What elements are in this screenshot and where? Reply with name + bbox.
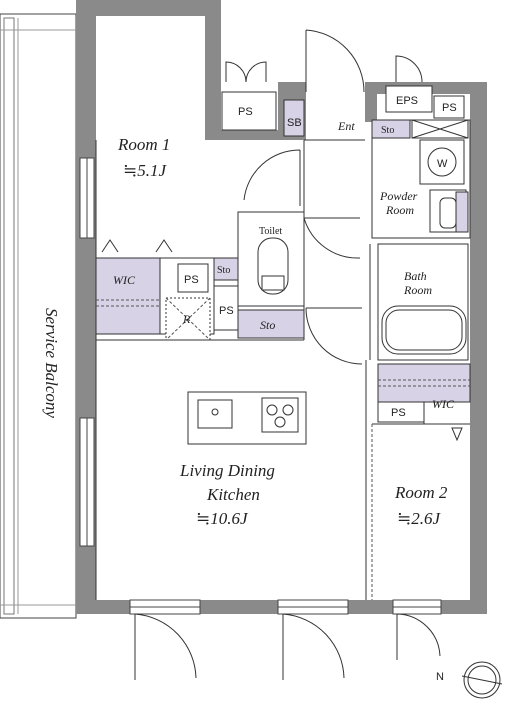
ps-wic1-label: PS <box>184 274 199 286</box>
sto2-label: Sto <box>260 318 275 332</box>
ps-eps-label: PS <box>442 102 457 114</box>
ldk-name-line2: Kitchen <box>206 485 260 504</box>
balcony-doors <box>134 55 441 680</box>
entrance-name: Ent <box>337 119 355 133</box>
powder-name-line2: Room <box>385 203 414 217</box>
bath-name-line1: Bath <box>404 269 427 283</box>
eps-label: EPS <box>396 95 418 107</box>
room1-area: ≒5.1J <box>123 161 167 180</box>
interior-walls <box>95 29 471 600</box>
powder-name-line1: Powder <box>379 189 418 203</box>
ps-small-label: PS <box>219 305 234 317</box>
ldk-area: ≒10.6J <box>196 509 249 528</box>
bath-name-line2: Room <box>403 283 432 297</box>
service-balcony <box>0 13 77 619</box>
sto1-label: Sto <box>217 265 230 276</box>
sto3-label: Sto <box>381 125 394 136</box>
room2-area: ≒2.6J <box>397 509 441 528</box>
compass-label: N <box>436 671 444 683</box>
wic2-label: WIC <box>432 397 455 411</box>
toilet-name: Toilet <box>259 226 282 237</box>
ps-top-label: PS <box>238 106 253 118</box>
washer-label: W <box>437 158 448 170</box>
ldk-name-line1: Living Dining <box>179 461 275 480</box>
room1-name: Room 1 <box>117 135 170 154</box>
room2-name: Room 2 <box>394 483 448 502</box>
windows <box>79 157 442 615</box>
wic1-label: WIC <box>113 273 136 287</box>
ps-wic2-label: PS <box>391 407 406 419</box>
refrigerator-label: R <box>182 312 191 326</box>
sb-label: SB <box>287 117 302 129</box>
compass-icon <box>460 661 504 699</box>
balcony-name: Service Balcony <box>42 308 61 418</box>
